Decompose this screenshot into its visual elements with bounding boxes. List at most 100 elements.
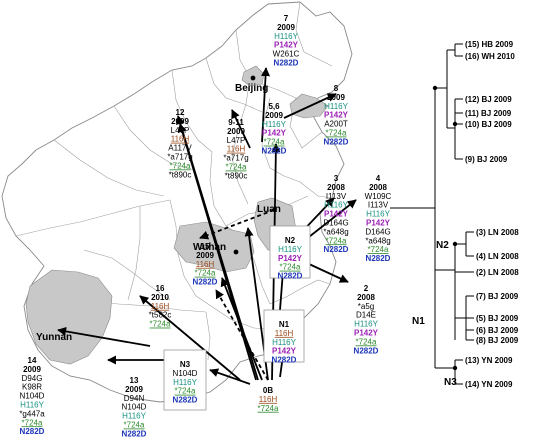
mutation-line: P142Y xyxy=(324,210,349,219)
label-c15-id: 15 xyxy=(201,242,210,251)
mutation-line: 2009 xyxy=(227,127,245,136)
mutation-line: P142Y xyxy=(354,329,379,338)
mutation-line: 116H xyxy=(259,395,278,404)
label-c4: 42008W109CI113VH116YP142YD164G*a648g*724… xyxy=(365,174,392,263)
mutation-line: I113V xyxy=(326,192,347,201)
mutation-line: L47P xyxy=(171,126,190,135)
mutation-line: 2009 xyxy=(327,93,345,102)
mutation-line: 116H xyxy=(151,302,170,311)
mutation-line: *a648g xyxy=(365,236,390,245)
label-c911-id: 9-11 xyxy=(228,118,244,127)
mutation-line: *t890c xyxy=(225,171,248,180)
mutation-line: W109C xyxy=(365,192,392,201)
mutation-line: H116Y xyxy=(272,338,297,347)
mutation-labels: 0B116H*724aN1116HH116YP142YN282DN2H116YP… xyxy=(19,14,391,438)
mutation-line: 2008 xyxy=(327,183,345,192)
mutation-line: H116Y xyxy=(324,201,349,210)
mutation-line: 116H xyxy=(227,145,246,154)
mutation-line: *724a xyxy=(368,245,389,254)
tree-leaf: (6) BJ 2009 xyxy=(476,326,519,335)
mutation-line: H116Y xyxy=(122,412,147,421)
label-l1-id: N1 xyxy=(279,320,290,329)
mutation-line: *724a xyxy=(280,263,301,272)
label-c14-id: 14 xyxy=(28,356,37,365)
label-l3-id: N3 xyxy=(180,360,191,369)
mutation-line: W261C xyxy=(273,50,300,59)
tree-leaf: (7) BJ 2009 xyxy=(476,292,519,301)
phylogenetic-tree xyxy=(390,43,474,385)
label-c4-id: 4 xyxy=(376,174,381,183)
mutation-line: 116H xyxy=(275,329,294,338)
mutation-line: I113V xyxy=(368,201,389,210)
mutation-line: *g447a xyxy=(19,409,45,418)
label-c12-id: 12 xyxy=(176,108,185,117)
mutation-line: D94N xyxy=(124,394,145,403)
tree-leaf-labels: (15) HB 2009 (16) WH 2010 (12) BJ 2009 (11)… xyxy=(465,40,519,389)
mutation-line: 2009 xyxy=(196,251,214,260)
mutation-line: *724a xyxy=(326,129,347,138)
mutation-line: 116H xyxy=(171,135,190,144)
tree-leaf: (16) WH 2010 xyxy=(465,52,515,61)
tree-leaf: (9) BJ 2009 xyxy=(465,155,508,164)
mutation-line: 2008 xyxy=(369,183,387,192)
mutation-line: H116Y xyxy=(324,102,349,111)
tree-leaf: (13) YN 2009 xyxy=(465,356,513,365)
tree-leaf: (11) BJ 2009 xyxy=(465,109,512,118)
mutation-line: *724a xyxy=(226,163,247,172)
mutation-line: D14E xyxy=(356,311,376,320)
mutation-line: H116Y xyxy=(262,120,287,129)
mutation-line: 2008 xyxy=(357,293,375,302)
node-box-n2 xyxy=(269,225,311,279)
mutation-line: H116Y xyxy=(173,378,198,387)
mutation-line: D164G xyxy=(365,227,390,236)
mutation-line: 2009 xyxy=(265,111,283,120)
mutation-line: H116Y xyxy=(274,32,299,41)
mutation-line: P142Y xyxy=(366,219,391,228)
wuhan-marker xyxy=(233,249,239,255)
mutation-line: A117V xyxy=(168,144,192,153)
mutation-line: *724a xyxy=(195,269,216,278)
mutation-line: N282D xyxy=(324,245,349,254)
mutation-line: 2009 xyxy=(125,385,143,394)
place-beijing: Beijing xyxy=(235,83,268,94)
node-box-n3 xyxy=(163,349,207,411)
mutation-line: *724a xyxy=(175,387,196,396)
mutation-line: H116Y xyxy=(354,320,379,329)
label-l2-id: N2 xyxy=(285,236,296,245)
mutation-line: K98R xyxy=(22,383,42,392)
tree-leaf: (8) BJ 2009 xyxy=(476,336,519,345)
mutation-line: 116H xyxy=(196,260,215,269)
mutation-line: N104D xyxy=(122,403,147,412)
mutation-line: N282D xyxy=(366,254,391,263)
tree-leaf: (12) BJ 2009 xyxy=(465,95,512,104)
label-c2-id: 2 xyxy=(364,284,369,293)
mutation-line: P142Y xyxy=(262,129,287,138)
tree-leaf: (10) BJ 2009 xyxy=(465,120,512,129)
mutation-line: N104D xyxy=(173,369,198,378)
label-c56-id: 5,6 xyxy=(268,102,280,111)
mutation-line: *724a xyxy=(124,421,145,430)
tree-leaf: (5) BJ 2009 xyxy=(476,314,519,323)
mutation-line: *724a xyxy=(258,404,279,413)
mutation-line: L47P xyxy=(227,136,246,145)
mutation-line: N104D xyxy=(20,392,45,401)
mutation-line: N282D xyxy=(274,59,299,68)
mutation-line: N282D xyxy=(173,396,198,405)
mutation-line: N282D xyxy=(193,278,218,287)
tree-leaf: (4) LN 2008 xyxy=(476,252,519,261)
mutation-line: *724a xyxy=(22,418,43,427)
tree-node-n1: N1 xyxy=(412,316,425,327)
tree-node-n2: N2 xyxy=(436,240,449,251)
mutation-line: P142Y xyxy=(274,41,299,50)
tree-leaf: (15) HB 2009 xyxy=(465,40,514,49)
label-c8-id: 8 xyxy=(334,84,339,93)
